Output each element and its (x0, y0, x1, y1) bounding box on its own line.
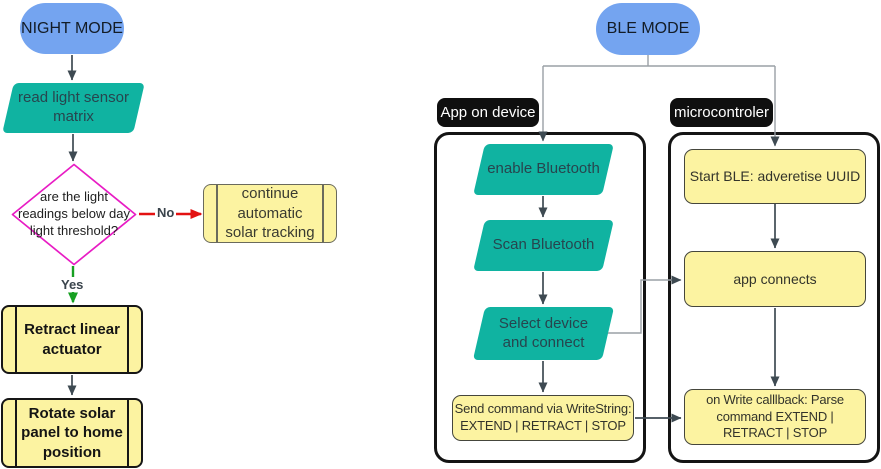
retract-actuator-step: Retract linear actuator (1, 305, 143, 374)
read-light-sensor-label: read light sensor matrix (18, 89, 129, 125)
on-write-callback-label: on Write calllback: Parse command EXTEND… (706, 391, 844, 441)
read-light-sensor-step: read light sensor matrix (8, 83, 139, 133)
on-write-callback-step: on Write calllback: Parse command EXTEND… (684, 389, 866, 445)
mcu-group-label: microcontroler (670, 98, 773, 127)
ble-mode-start-label: BLE MODE (606, 20, 690, 37)
start-ble-step: Start BLE: adveretise UUID (684, 149, 866, 204)
send-command-label: Send command via WriteString: EXTEND | R… (454, 401, 632, 433)
night-mode-start: NIGHT MODE (20, 3, 124, 54)
light-threshold-decision-label: are the light readings below day light t… (17, 189, 131, 238)
ble-mode-start: BLE MODE (596, 3, 700, 55)
start-ble-label: Start BLE: adveretise UUID (689, 168, 861, 185)
retract-actuator-label: Retract linear actuator (24, 321, 120, 358)
yes-branch-label: Yes (59, 277, 86, 292)
select-device-step: Select device and connect (479, 307, 608, 360)
enable-bluetooth-label: enable Bluetooth (487, 160, 600, 178)
app-connects-label: app connects (733, 270, 817, 287)
app-group-label: App on device (437, 98, 539, 127)
edge-ble-split (543, 55, 775, 67)
rotate-panel-label: Rotate solar panel to home position (21, 404, 123, 461)
enable-bluetooth-step: enable Bluetooth (479, 144, 608, 195)
light-threshold-decision: are the light readings below day light t… (11, 163, 137, 266)
app-group-label-text: App on device (440, 104, 536, 121)
no-branch-label: No (155, 205, 177, 220)
scan-bluetooth-step: Scan Bluetooth (479, 220, 608, 271)
scan-bluetooth-label: Scan Bluetooth (492, 236, 595, 254)
app-connects-step: app connects (684, 251, 866, 307)
diamond-shape (11, 163, 137, 266)
continue-tracking-label: continue automatic solar tracking (225, 185, 315, 242)
rotate-panel-step: Rotate solar panel to home position (1, 398, 143, 468)
select-device-label: Select device and connect (498, 314, 589, 351)
mcu-group-label-text: microcontroler (673, 104, 770, 121)
night-mode-start-label: NIGHT MODE (21, 19, 123, 37)
continue-tracking-step: continue automatic solar tracking (203, 184, 337, 243)
send-command-step: Send command via WriteString: EXTEND | R… (452, 395, 634, 441)
